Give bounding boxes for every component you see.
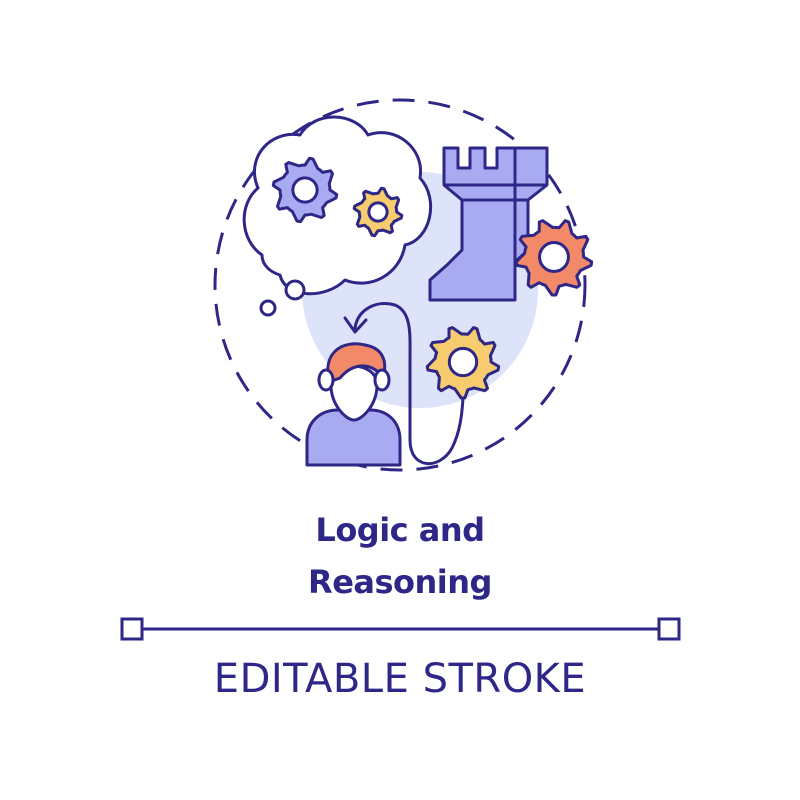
gear-icon <box>514 219 594 297</box>
gear-hole <box>367 201 389 223</box>
thought-bubble-icon <box>242 115 433 317</box>
title-line-2: Reasoning <box>308 563 492 601</box>
gear-hole <box>538 241 570 273</box>
arrow-icon <box>343 302 465 465</box>
divider <box>120 617 681 641</box>
gear-icon <box>352 186 404 238</box>
caption: EDITABLE STROKE <box>213 656 587 702</box>
dashed-circle-frame <box>213 98 587 472</box>
gear-hole <box>447 346 479 378</box>
person-icon <box>305 342 402 467</box>
gear-hole <box>291 176 319 204</box>
divider-handle-left <box>120 617 144 641</box>
title-line-1: Logic and <box>315 511 485 549</box>
gear-icon <box>271 156 339 224</box>
gear-icon <box>425 326 501 400</box>
chess-rook-icon <box>428 146 549 302</box>
divider-handle-right <box>657 617 681 641</box>
